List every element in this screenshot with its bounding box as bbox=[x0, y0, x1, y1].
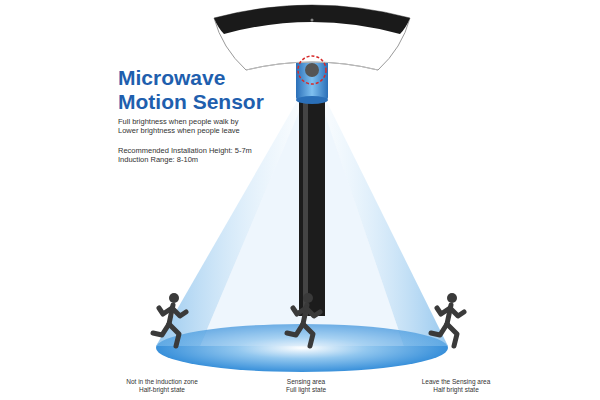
note-text: Lower brightness when people leave bbox=[118, 126, 240, 135]
title-text: Microwave Motion Sensor bbox=[118, 66, 278, 114]
caption-text: Half bright state bbox=[433, 386, 479, 394]
caption-text: Leave the Sensing area bbox=[422, 378, 491, 386]
caption-text: Sensing area bbox=[287, 378, 325, 386]
caption-text: Half-bright state bbox=[139, 386, 185, 394]
note-text: Induction Range: 8-10m bbox=[118, 155, 198, 164]
caption-text: Not in the induction zone bbox=[126, 378, 198, 386]
note-text: Full brightness when people walk by bbox=[118, 117, 238, 126]
note-text: Recommended Installation Height: 5-7m bbox=[118, 146, 252, 155]
caption-text: Full light state bbox=[286, 386, 326, 394]
